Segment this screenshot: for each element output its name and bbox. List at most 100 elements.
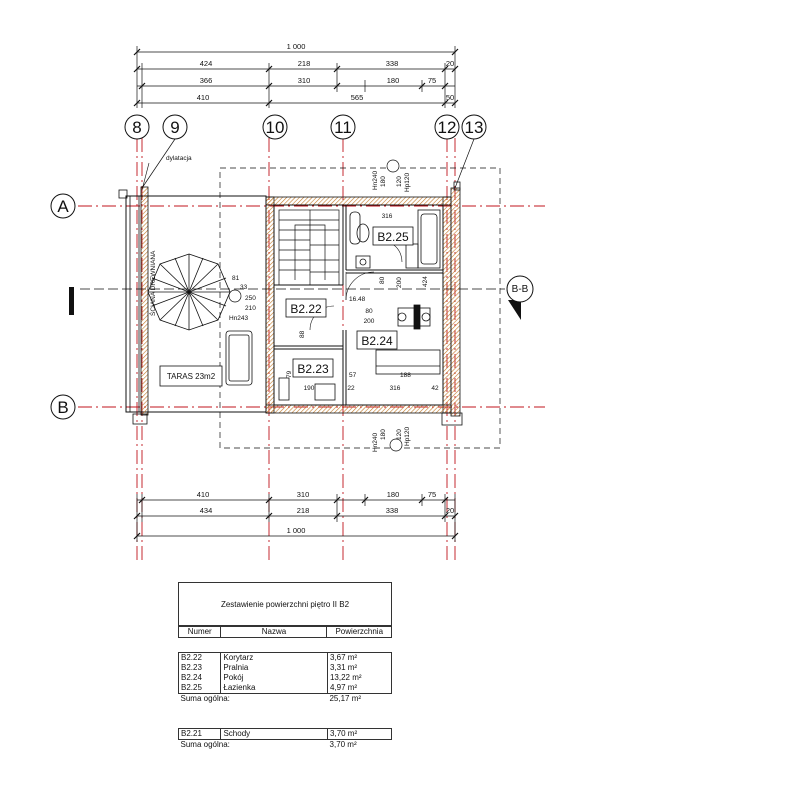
note-424: 424 — [422, 276, 429, 287]
note-1648: 16.48 — [349, 296, 366, 303]
cell-name: Pokój — [220, 673, 328, 683]
area-summary-table: Zestawienie powierzchni piętro II B2 Num… — [177, 582, 393, 751]
room-b2-22: B2.22 — [290, 302, 322, 316]
header-area: Powierzchnia — [326, 626, 392, 638]
wall-note: ŚCIANA DREWNIANA — [148, 250, 157, 316]
dim-top-r3-4: 75 — [428, 76, 436, 85]
top-hp: Hp120 — [404, 172, 411, 192]
note-hn243: Hn243 — [229, 315, 249, 322]
dim-top-r3-3: 180 — [387, 76, 400, 85]
dim-bot-r1-4: 75 — [428, 490, 436, 499]
header-number: Numer — [177, 626, 222, 638]
table-group-2: B2.21 Schody 3,70 m² Suma ogólna: 3,70 m… — [177, 728, 392, 751]
top-120: 120 — [396, 176, 403, 187]
axis-label-a: A — [57, 197, 69, 216]
axis-label-8: 8 — [132, 118, 141, 137]
dim-bot-r1-1: 410 — [197, 490, 210, 499]
dim-bot-r2-2: 218 — [297, 506, 310, 515]
bot-180: 180 — [380, 429, 387, 440]
dim-top-r2-2: 218 — [298, 59, 311, 68]
cell-area: 3,31 m² — [326, 663, 393, 673]
bot-120: 120 — [396, 429, 403, 440]
note-80: 80 — [365, 308, 373, 315]
cell-name: Łazienka — [220, 683, 328, 694]
building-walls — [265, 181, 463, 426]
note-42: 42 — [431, 385, 439, 392]
room-label-boxes — [285, 226, 414, 378]
table-row: B2.22 Korytarz 3,67 m² — [177, 652, 393, 663]
note-80b: 80 — [379, 276, 386, 284]
sum-label: Suma ogólna: — [180, 694, 230, 703]
dim-top-r4-1: 410 — [197, 93, 210, 102]
dim-bot-r1-2: 310 — [297, 490, 310, 499]
cell-area: 3,70 m² — [327, 728, 392, 740]
cell-area: 4,97 m² — [326, 683, 393, 694]
cell-area: 13,22 m² — [326, 673, 393, 683]
umbrella-icon — [147, 253, 231, 331]
cell-number: B2.21 — [177, 728, 222, 740]
dim-bot-r2-4: 20 — [446, 506, 454, 515]
room-b2-25: B2.25 — [377, 230, 409, 244]
dim-top-total: 1 000 — [287, 42, 306, 51]
top-dimensions — [133, 46, 459, 108]
table-group-1: B2.22 Korytarz 3,67 m² B2.23 Pralnia 3,3… — [177, 652, 393, 705]
note-190: 190 — [304, 385, 315, 392]
sum-label: Suma ogólna: — [180, 740, 230, 749]
outline-below — [219, 167, 501, 449]
note-188: 188 — [400, 372, 411, 379]
note-33: 33 — [240, 284, 248, 291]
cell-number: B2.23 — [177, 663, 222, 673]
note-250: 250 — [245, 295, 256, 302]
note-316-bot: 316 — [390, 385, 401, 392]
dim-top-r2-4: 20 — [446, 59, 454, 68]
cell-name: Pralnia — [220, 663, 328, 673]
dylatacja-note: dylatacja — [166, 155, 192, 162]
room-furniture — [278, 304, 441, 401]
section-mark-left — [69, 287, 74, 315]
table-sum-row: Suma ogólna: 3,70 m² — [179, 740, 392, 751]
taras-label-box — [159, 365, 223, 387]
bathroom-fixtures — [349, 209, 441, 269]
note-57: 57 — [349, 372, 357, 379]
table-header: Numer Nazwa Powierzchnia — [177, 626, 392, 638]
dim-top-r3-2: 310 — [298, 76, 311, 85]
note-316-top: 316 — [382, 213, 393, 220]
sum-value: 25,17 m² — [329, 694, 362, 703]
table-row: B2.23 Pralnia 3,31 m² — [177, 663, 393, 673]
axis-label-12: 12 — [438, 118, 457, 137]
axis-bubbles — [50, 114, 487, 420]
dim-bot-total: 1 000 — [287, 526, 306, 535]
section-marker-label: B-B — [512, 284, 529, 295]
cell-number: B2.22 — [177, 652, 222, 663]
room-b2-23: B2.23 — [297, 362, 329, 376]
note-88: 88 — [299, 330, 306, 338]
note-210: 210 — [245, 305, 256, 312]
dim-top-r4-2: 565 — [351, 93, 364, 102]
cell-number: B2.24 — [177, 673, 222, 683]
table-title: Zestawienie powierzchni piętro II B2 — [178, 582, 392, 626]
dim-top-r2-3: 338 — [386, 59, 399, 68]
dim-top-r3-1: 366 — [200, 76, 213, 85]
sun-lounger-icon — [225, 330, 253, 386]
top-hn: Hn240 — [372, 170, 379, 190]
axis-label-b: B — [57, 398, 68, 417]
top-180: 180 — [380, 176, 387, 187]
floor-plan: 1 000 424 218 338 20 366 310 180 75 410 … — [50, 42, 545, 560]
dim-bot-r1-3: 180 — [387, 490, 400, 499]
taras-label: TARAS 23m2 — [167, 372, 216, 381]
section-marker-bb — [506, 275, 534, 320]
note-79: 79 — [286, 370, 293, 378]
header-name: Nazwa — [220, 626, 328, 638]
dim-bot-r2-1: 434 — [200, 506, 213, 515]
cell-name: Korytarz — [220, 652, 328, 663]
note-200: 200 — [364, 318, 375, 325]
room-b2-24: B2.24 — [361, 334, 393, 348]
table-sum-row: Suma ogólna: 25,17 m² — [179, 694, 392, 705]
axis-label-9: 9 — [170, 118, 179, 137]
note-200b: 200 — [396, 277, 403, 288]
note-81: 81 — [232, 275, 240, 282]
cell-name: Schody — [220, 728, 329, 740]
dim-top-r4-3: 50 — [446, 93, 454, 102]
axis-label-13: 13 — [465, 118, 484, 137]
dim-bot-r2-3: 338 — [386, 506, 399, 515]
